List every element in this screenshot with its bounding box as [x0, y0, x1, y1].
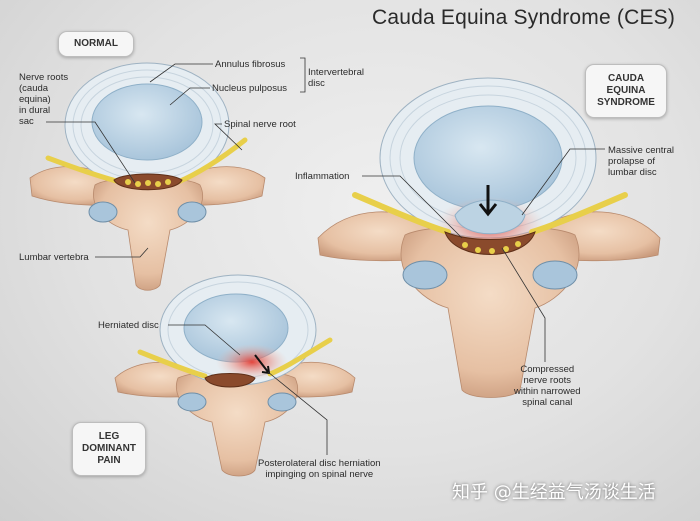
leg-spinal-nerve-right: [267, 337, 333, 377]
label-spinal-nerve-root: Spinal nerve root: [224, 119, 296, 130]
page-title: Cauda Equina Syndrome (CES): [372, 6, 676, 29]
badge-ces-text: CAUDA EQUINA SYNDROME: [597, 73, 655, 108]
label-nucleus: Nucleus pulposus: [212, 83, 287, 94]
normal-vertebra-illustration: [29, 62, 266, 291]
label-nerve-roots: Nerve roots (cauda equina) in dural sac: [19, 72, 69, 127]
arrow-down-icon: [478, 185, 498, 217]
ces-facet-left: [402, 260, 448, 290]
ces-spinal-nerve-right: [529, 192, 628, 235]
ces-prolapse: [454, 199, 526, 235]
label-lumbar-vertebra: Lumbar vertebra: [19, 252, 89, 263]
label-intervertebral: Intervertebral disc: [308, 67, 364, 89]
ces-facet-right: [532, 260, 578, 290]
normal-facet-left: [88, 201, 118, 223]
normal-vertebral-body: [93, 177, 203, 291]
badge-leg: LEG DOMINANT PAIN: [72, 422, 146, 476]
label-annulus: Annulus fibrosus: [215, 59, 286, 70]
badge-leg-text: LEG DOMINANT PAIN: [82, 431, 136, 466]
label-massive-prolapse: Massive central prolapse of lumbar disc: [608, 145, 674, 178]
badge-normal-text: NORMAL: [74, 38, 118, 49]
leader-lines: [46, 57, 605, 455]
ces-spinal-nerve-left: [352, 192, 451, 235]
label-inflammation: Inflammation: [295, 171, 350, 182]
leg-facet-left: [177, 392, 207, 412]
leg-dominant-vertebra-illustration: [114, 274, 356, 477]
label-herniated: Herniated disc: [98, 320, 159, 331]
ces-compressed-sac: [444, 231, 536, 255]
normal-spinal-nerve-right: [175, 137, 248, 185]
ces-vertebra-illustration: [317, 77, 661, 398]
badge-normal: NORMAL: [58, 31, 134, 57]
label-posterolateral: Posterolateral disc herniation impinging…: [258, 458, 381, 480]
leg-inflammation: [216, 344, 288, 380]
watermark: 知乎 @生经益气汤谈生活: [452, 482, 656, 503]
normal-facet-right: [177, 201, 207, 223]
leg-spinal-nerve-left: [137, 349, 208, 379]
normal-nucleus: [91, 83, 203, 161]
leg-dural-sac: [204, 373, 256, 388]
leg-facet-right: [267, 392, 297, 412]
badge-ces: CAUDA EQUINA SYNDROME: [585, 64, 667, 118]
label-compressed: Compressed nerve roots within narrowed s…: [514, 364, 581, 408]
